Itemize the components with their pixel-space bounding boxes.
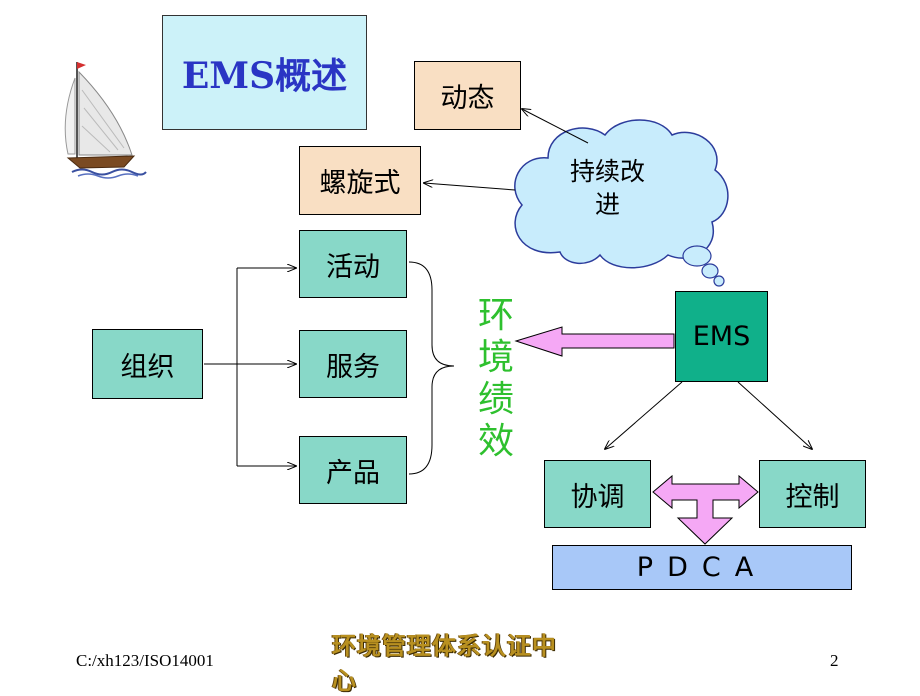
service-box: 服务 bbox=[299, 330, 407, 398]
arrow-to-spiral bbox=[424, 183, 516, 191]
footer-center-stamp: 环境管理体系认证中心 bbox=[332, 631, 557, 695]
perf-char-3: 绩 bbox=[477, 379, 514, 420]
coordinate-box: 协调 bbox=[544, 460, 651, 528]
cloud-line-2: 进 bbox=[594, 190, 620, 219]
cloud-label: 持续改 进 bbox=[545, 155, 670, 221]
product-box: 产品 bbox=[299, 436, 407, 504]
arrow-to-coordinate bbox=[605, 381, 683, 449]
cloud-line-1: 持续改 bbox=[569, 157, 645, 186]
page-title: EMS概述 bbox=[162, 15, 367, 130]
footer-path: C:/xh123/ISO14001 bbox=[76, 651, 214, 670]
activity-box: 活动 bbox=[299, 230, 407, 298]
dynamic-box: 动态 bbox=[414, 61, 521, 130]
pdca-box: PDCA bbox=[552, 545, 852, 590]
perf-char-4: 效 bbox=[477, 421, 514, 462]
ems-box: EMS bbox=[675, 291, 768, 382]
arrow-to-control bbox=[737, 381, 812, 449]
control-box: 控制 bbox=[759, 460, 866, 528]
page-number: 2 bbox=[830, 651, 839, 670]
environmental-performance-label: 环 境 绩 效 bbox=[470, 295, 522, 463]
pink-arrow-performance bbox=[514, 326, 675, 357]
organization-box: 组织 bbox=[92, 329, 203, 399]
pink-double-arrow bbox=[652, 474, 759, 545]
perf-char-2: 境 bbox=[477, 337, 514, 378]
spiral-box: 螺旋式 bbox=[299, 146, 421, 215]
curly-brace bbox=[408, 261, 455, 475]
perf-char-1: 环 bbox=[477, 295, 514, 336]
arrow-to-dynamic bbox=[522, 109, 589, 144]
cloud-shape bbox=[514, 119, 729, 287]
